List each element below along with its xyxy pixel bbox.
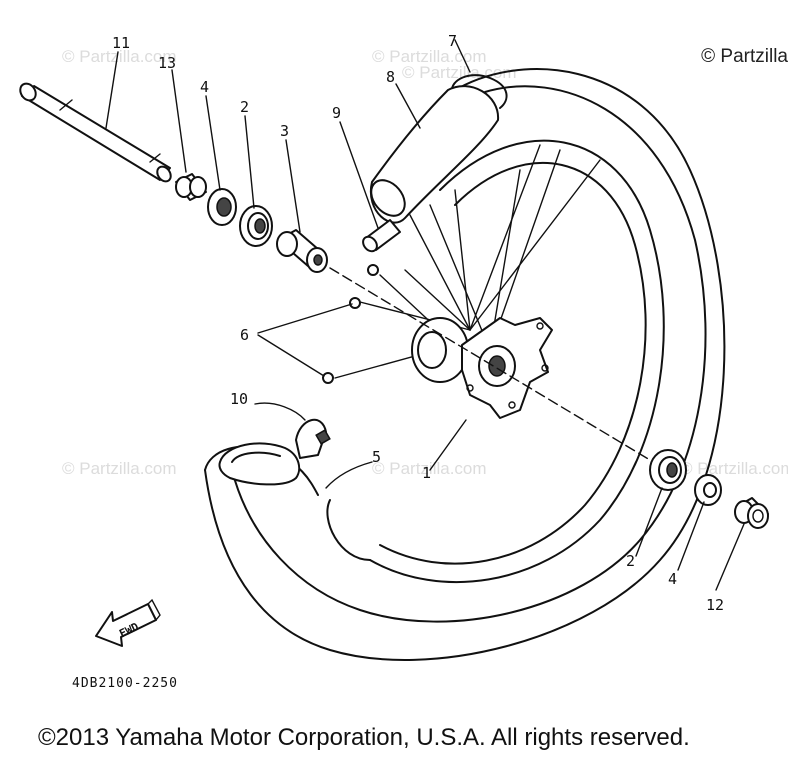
callout-oil-seal-right: 4 bbox=[668, 570, 677, 588]
watermark: © Partzilla.com bbox=[62, 47, 177, 66]
callout-rim-band: 8 bbox=[386, 68, 395, 86]
callouts: 11 13 4 2 3 9 8 7 6 10 5 1 2 4 12 bbox=[112, 32, 724, 614]
callout-spacer: 3 bbox=[280, 122, 289, 140]
callout-spoke-nipple: 9 bbox=[332, 104, 341, 122]
callout-collar-left: 13 bbox=[158, 54, 176, 72]
watermark: © Partzilla.com bbox=[62, 459, 177, 478]
callout-hub: 1 bbox=[422, 464, 431, 482]
spoke-ends bbox=[322, 264, 379, 384]
leader-lines bbox=[105, 39, 745, 591]
oil-seal-left bbox=[207, 188, 237, 226]
callout-tube: 5 bbox=[372, 448, 381, 466]
tire bbox=[204, 68, 726, 661]
callout-collar-right: 12 bbox=[706, 596, 724, 614]
bearing-right bbox=[649, 449, 687, 491]
drawing-number: 4DB2100-2250 bbox=[72, 676, 178, 691]
watermark: © Partzilla.com bbox=[680, 459, 788, 478]
callout-bearing-right: 2 bbox=[626, 552, 635, 570]
tube-valve bbox=[218, 418, 331, 486]
axle-centerline bbox=[329, 267, 651, 461]
callout-oil-seal-left: 4 bbox=[200, 78, 209, 96]
oil-seal-right bbox=[694, 474, 722, 506]
fwd-arrow-icon: FWD bbox=[95, 598, 161, 647]
footer-copyright: ©2013 Yamaha Motor Corporation, U.S.A. A… bbox=[38, 724, 690, 751]
collar-right bbox=[734, 497, 769, 529]
corner-copyright: © Partzilla bbox=[701, 46, 788, 67]
callout-tire: 7 bbox=[448, 32, 457, 50]
watermark: © Partzilla.com bbox=[372, 459, 487, 478]
callout-bearing-left: 2 bbox=[240, 98, 249, 116]
watermark: © Partzilla.com bbox=[372, 47, 487, 66]
axle bbox=[19, 82, 172, 183]
spacer bbox=[276, 229, 328, 273]
collar-left bbox=[175, 173, 207, 201]
rim bbox=[326, 139, 665, 584]
watermark-layer: © Partzilla.com © Partzilla.com © Partzi… bbox=[62, 47, 788, 478]
bearing-left bbox=[239, 205, 273, 247]
spoke-nipple bbox=[362, 219, 401, 253]
rim-band bbox=[369, 85, 500, 224]
callout-axle: 11 bbox=[112, 34, 130, 52]
hub bbox=[411, 317, 553, 419]
callout-spokes: 6 bbox=[240, 326, 249, 344]
callout-valve: 10 bbox=[230, 390, 248, 408]
